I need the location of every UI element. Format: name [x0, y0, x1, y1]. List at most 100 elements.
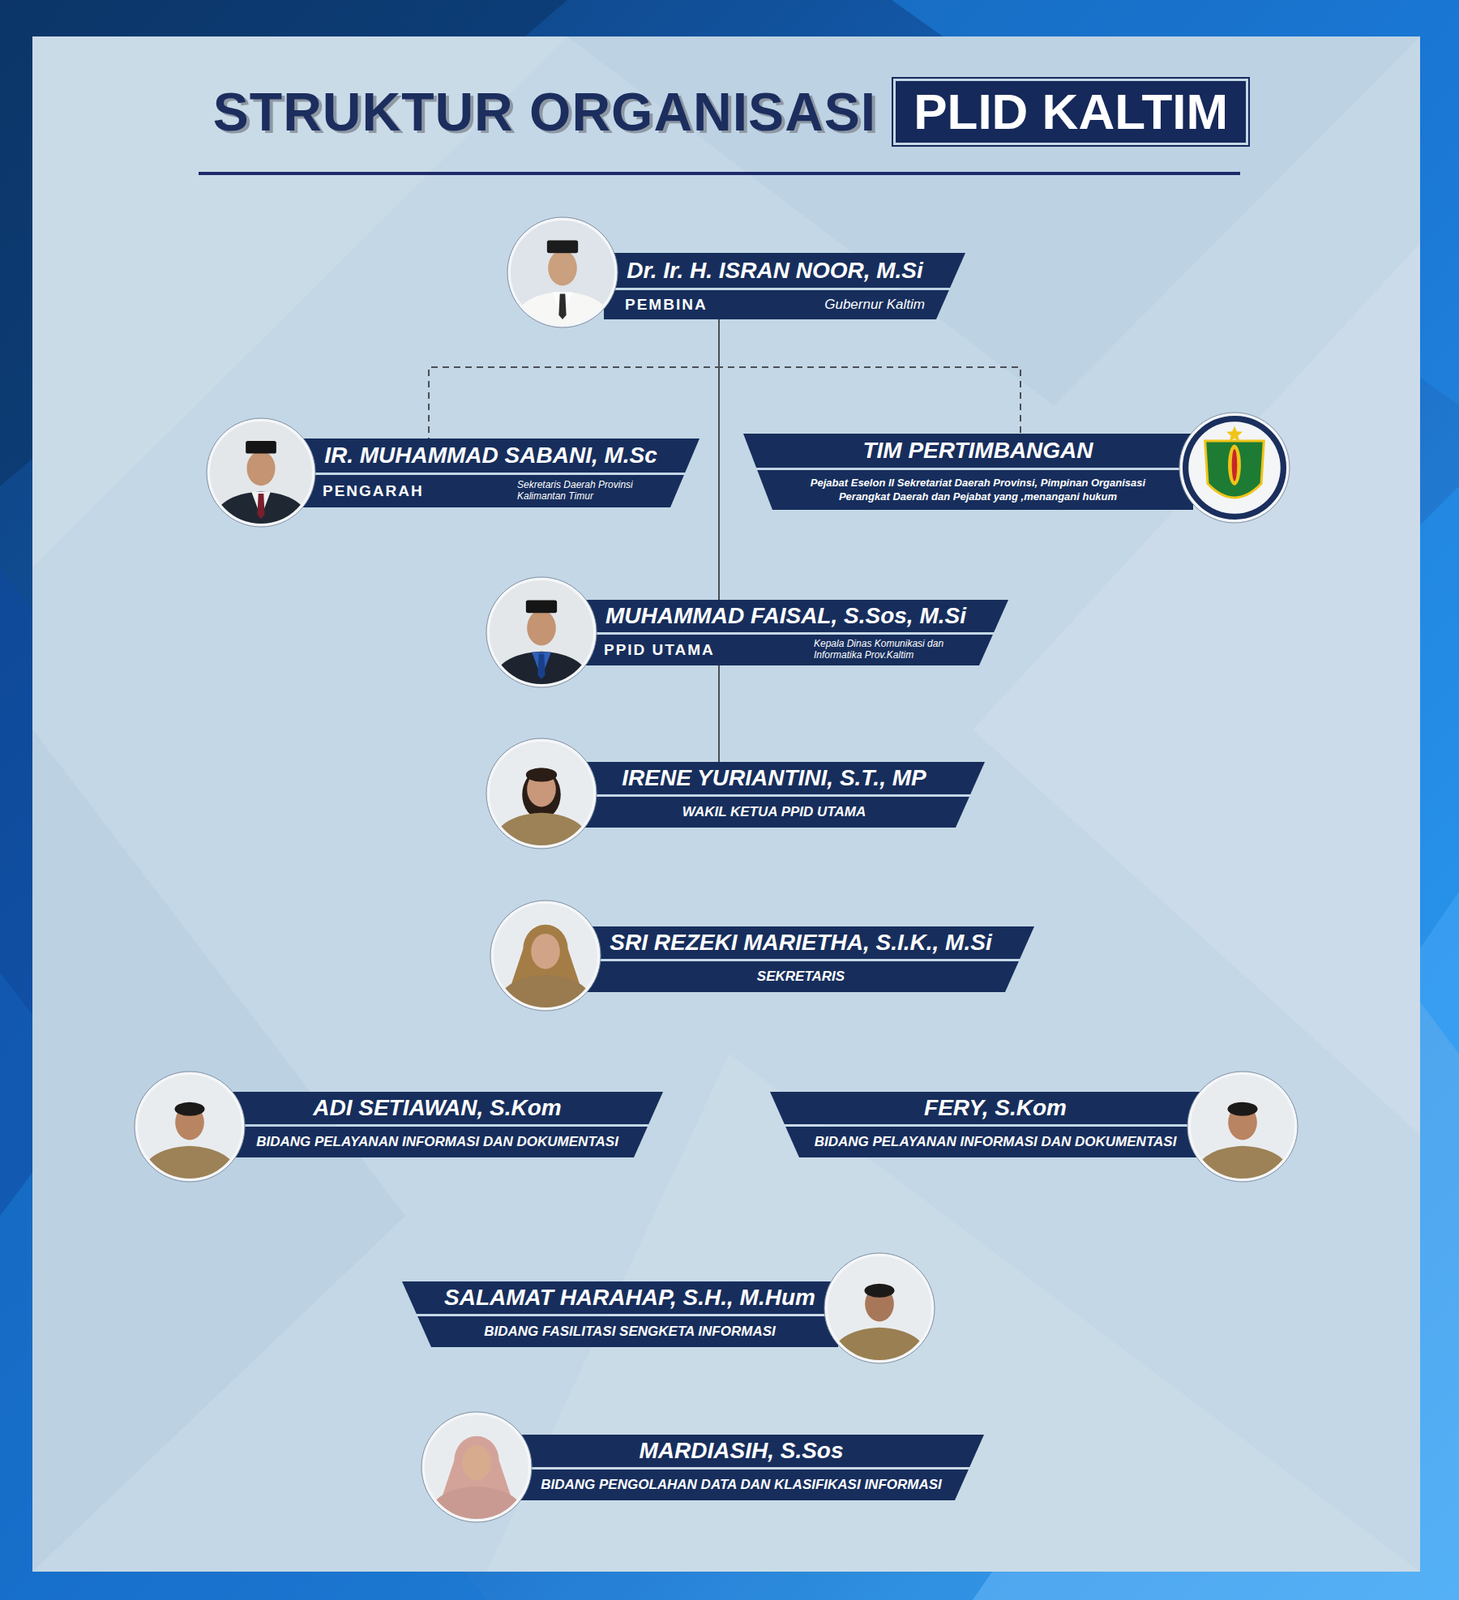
photo-ground: [136, 1073, 244, 1181]
photo-ring: [486, 577, 597, 688]
photo-cap: [245, 440, 277, 454]
title-underline: [198, 171, 1241, 176]
role-text: Gubernur Kaltim: [824, 296, 925, 313]
role-text: Sekretaris Daerah Provinsi Kalimantan Ti…: [517, 479, 659, 503]
person-name: Dr. Ir. H. ISRAN NOOR, M.Si: [626, 257, 924, 284]
photo-face: [462, 1445, 492, 1481]
photo-body: [210, 491, 312, 526]
photo-ring: [487, 578, 595, 686]
person-name: SALAMAT HARAHAP, S.H., M.Hum: [444, 1284, 816, 1311]
photo-face: [547, 250, 578, 287]
name-band: MARDIASIH, S.Sos: [517, 1434, 985, 1468]
person-name: IRENE YURIANTINI, S.T., MP: [621, 765, 926, 792]
role-band: BIDANG PELAYANAN INFORMASI DAN DOKUMENTA…: [770, 1126, 1202, 1158]
role-text: Pejabat Eselon II Sekretariat Daerah Pro…: [783, 476, 1173, 505]
name-band-shape: [743, 433, 1194, 468]
photo-ring: [1180, 414, 1288, 522]
portrait-photo: [419, 1409, 535, 1525]
photo-face: [530, 933, 561, 970]
name-band-shape: [582, 761, 985, 795]
portrait-photo: [821, 1250, 938, 1366]
name-band-shape: [231, 1091, 664, 1125]
photo-face: [246, 450, 275, 486]
role-text: BIDANG PELAYANAN INFORMASI DAN DOKUMENTA…: [256, 1133, 619, 1151]
org-banner: SRI REZEKI MARIETHA, S.I.K., M.SiSEKRETA…: [586, 926, 1035, 993]
emblem-star: [1226, 426, 1243, 442]
role-band-shape: [517, 1469, 969, 1501]
role-band: PENGARAH Sekretaris Daerah Provinsi Kalim…: [301, 474, 700, 508]
emblem-shield: [1205, 440, 1265, 498]
portrait-photo: [483, 574, 600, 690]
org-banner: Dr. Ir. H. ISRAN NOOR, M.SiPEMBINA Gubern…: [603, 252, 966, 320]
role-band-shape: [603, 290, 950, 320]
name-band-shape: [402, 1281, 839, 1314]
org-banner: ADI SETIAWAN, S.KomBIDANG PELAYANAN INFO…: [231, 1091, 664, 1158]
portrait-photo: [132, 1069, 248, 1185]
org-banner: FERY, S.KomBIDANG PELAYANAN INFORMASI DA…: [770, 1091, 1202, 1158]
photo-ground: [825, 1254, 933, 1362]
photo-tie: [537, 653, 545, 680]
connector-line: [718, 665, 720, 762]
role-band: Pejabat Eselon II Sekretariat Daerah Pro…: [743, 470, 1194, 510]
photo-ring: [421, 1411, 532, 1523]
name-band-shape: [770, 1091, 1202, 1125]
name-band-shape: [582, 599, 1009, 633]
role-text: PENGARAH: [322, 482, 424, 501]
name-band-shape: [603, 252, 966, 288]
photo-ring: [492, 902, 600, 1010]
photo-body: [138, 1146, 240, 1181]
photo-hair: [1227, 1102, 1258, 1117]
portrait-photo: [1185, 1069, 1301, 1185]
photo-body: [425, 1486, 527, 1521]
photo-ring: [490, 900, 601, 1011]
role-band-shape: [785, 1126, 1202, 1158]
role-text: PEMBINA: [624, 295, 708, 314]
photo-ground: [487, 578, 595, 686]
photo-cap: [526, 599, 557, 613]
name-band: IRENE YURIANTINI, S.T., MP: [582, 761, 985, 795]
portrait-photo: [504, 214, 621, 330]
photo-ring: [423, 1413, 531, 1521]
org-banner: MARDIASIH, S.SosBIDANG PENGOLAHAN DATA D…: [517, 1434, 985, 1501]
photo-body: [511, 291, 613, 326]
content-panel: [32, 36, 1421, 1572]
photo-body: [494, 975, 596, 1010]
photo-ground: [487, 740, 595, 848]
photo-ring: [208, 419, 314, 526]
portrait-photo: [487, 898, 604, 1014]
portrait-photo: [483, 735, 600, 852]
photo-cap: [547, 239, 578, 253]
name-band: SALAMAT HARAHAP, S.H., M.Hum: [402, 1281, 839, 1314]
role-band-shape: [301, 474, 685, 508]
photo-ring: [487, 740, 595, 848]
photo-body: [490, 812, 592, 848]
photo-hair: [864, 1283, 895, 1298]
person-name: MUHAMMAD FAISAL, S.Sos, M.Si: [605, 603, 967, 629]
photo-body: [828, 1327, 930, 1362]
photo-ring: [134, 1071, 245, 1182]
org-banner: IRENE YURIANTINI, S.T., MP WAKIL KETUA PP…: [582, 761, 985, 828]
emblem-ground: [1188, 421, 1281, 514]
name-band: TIM PERTIMBANGAN: [743, 433, 1194, 468]
emblem-mandau: [1232, 449, 1238, 482]
role-band-shape: [231, 1126, 648, 1158]
connector-line: [718, 319, 1021, 434]
role-band: BIDANG PENGOLAHAN DATA DAN KLASIFIKASI I…: [517, 1469, 985, 1501]
org-banner: SALAMAT HARAHAP, S.H., M.HumBIDANG FASIL…: [402, 1281, 839, 1348]
person-name: SRI REZEKI MARIETHA, S.I.K., M.Si: [609, 929, 992, 956]
emblem-ground: [1180, 414, 1288, 522]
role-band-shape: [582, 634, 993, 666]
photo-tie: [558, 293, 566, 320]
role-text: WAKIL KETUA PPID UTAMA: [682, 804, 866, 821]
name-band-shape: [301, 438, 700, 473]
emblem-badge: [1176, 410, 1293, 526]
chart-title: STRUKTUR ORGANISASI: [213, 81, 877, 143]
person-name: TIM PERTIMBANGAN: [862, 437, 1093, 464]
photo-ring: [825, 1254, 933, 1362]
role-text: SEKRETARIS: [757, 968, 845, 985]
person-name: FERY, S.Kom: [924, 1095, 1067, 1121]
role-text: BIDANG PENGOLAHAN DATA DAN KLASIFIKASI I…: [540, 1476, 942, 1494]
org-banner: TIM PERTIMBANGAN Pejabat Eselon II Sekret…: [743, 433, 1194, 510]
title-badge: PLID KALTIM: [895, 81, 1246, 143]
emblem-mandau: [1227, 444, 1241, 486]
